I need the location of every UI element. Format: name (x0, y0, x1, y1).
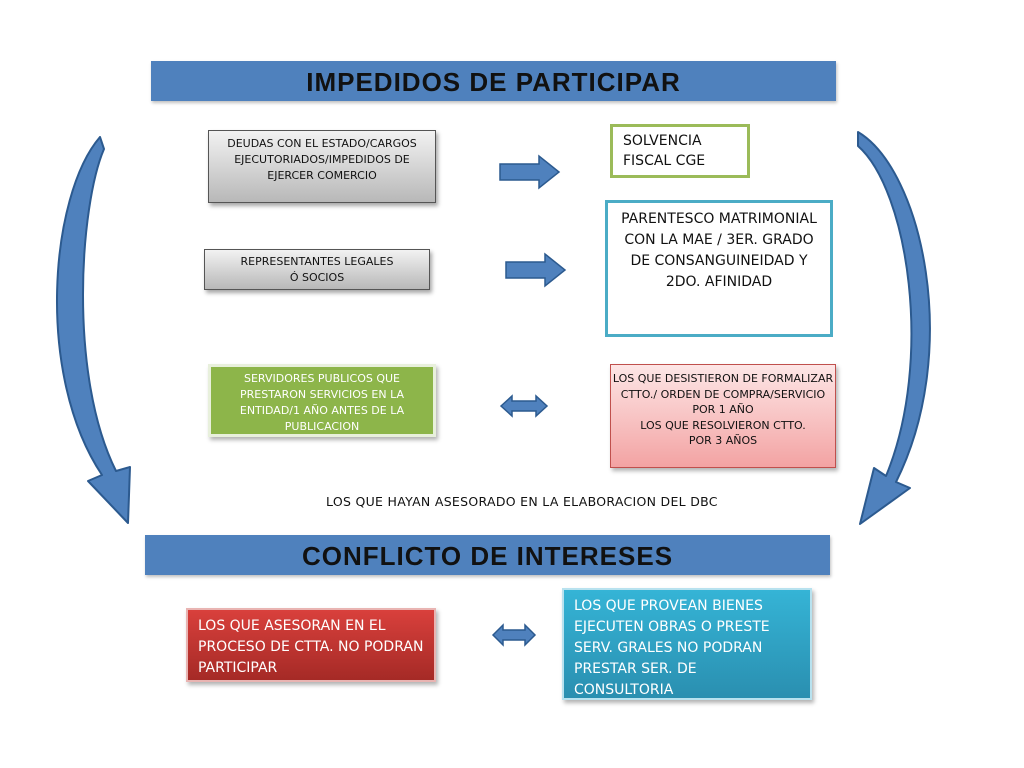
box-line: SERVIDORES PUBLICOS QUE (243, 372, 401, 385)
curved-down-arrow-icon (56, 136, 131, 524)
box-representantes: REPRESENTANTES LEGALES Ó SOCIOS (204, 249, 430, 290)
box-line: DE CONSANGUINEIDAD Y (630, 253, 808, 269)
box-servidores-publicos: SERVIDORES PUBLICOS QUE PRESTARON SERVIC… (208, 364, 436, 437)
title-impedidos: IMPEDIDOS DE PARTICIPAR (151, 61, 836, 101)
box-line: ENTIDAD/1 AÑO ANTES DE LA (239, 404, 405, 417)
box-line: PARENTESCO MATRIMONIAL (621, 211, 817, 227)
box-line: LOS QUE PROVEAN BIENES (574, 598, 763, 614)
box-line: LOS QUE RESOLVIERON CTTO. (640, 418, 806, 432)
box-line: 2DO. AFINIDAD (665, 274, 773, 290)
box-provean-bienes: LOS QUE PROVEAN BIENES EJECUTEN OBRAS O … (562, 588, 812, 700)
box-line: REPRESENTANTES LEGALES (240, 255, 394, 268)
box-line: CON LA MAE / 3ER. GRADO (624, 232, 814, 248)
box-line: FISCAL CGE (623, 153, 706, 169)
box-line: SOLVENCIA (623, 133, 702, 149)
box-line: Ó SOCIOS (289, 271, 345, 284)
box-line: EJECUTORIADOS/IMPEDIDOS DE (234, 153, 410, 166)
box-desistieron: LOS QUE DESISTIERON DE FORMALIZAR CTTO./… (610, 364, 836, 468)
arrow-right-icon (499, 154, 561, 190)
note-asesorado-dbc: LOS QUE HAYAN ASESORADO EN LA ELABORACIO… (326, 494, 718, 509)
curved-down-arrow-icon (857, 131, 931, 525)
box-deudas-estado: DEUDAS CON EL ESTADO/CARGOS EJECUTORIADO… (208, 130, 436, 203)
box-line: PRESTARON SERVICIOS EN LA (239, 388, 404, 401)
box-line: LOS QUE DESISTIERON DE FORMALIZAR (612, 372, 834, 385)
box-line: EJERCER COMERCIO (267, 169, 377, 182)
box-line: EJECUTEN OBRAS O PRESTE (574, 619, 770, 635)
title-conflicto: CONFLICTO DE INTERESES (145, 535, 830, 575)
box-line: DEUDAS CON EL ESTADO/CARGOS (227, 137, 417, 150)
box-solvencia: SOLVENCIA FISCAL CGE (610, 124, 750, 178)
box-line: POR 3 AÑOS (688, 434, 758, 447)
box-line: PRESTAR SER. DE CONSULTORIA (574, 661, 697, 698)
box-parentesco: PARENTESCO MATRIMONIAL CON LA MAE / 3ER.… (605, 200, 833, 337)
arrow-left-right-icon (499, 394, 549, 418)
box-asesoran: LOS QUE ASESORAN EN EL PROCESO DE CTTA. … (186, 608, 436, 682)
arrow-left-right-icon (491, 623, 537, 647)
box-line: SERV. GRALES NO PODRAN (574, 640, 763, 656)
box-line: POR 1 AÑO (692, 403, 754, 416)
box-line: PARTICIPAR (198, 660, 278, 676)
arrow-right-icon (505, 252, 567, 288)
box-line: PUBLICACION (284, 420, 360, 433)
box-line: CTTO./ ORDEN DE COMPRA/SERVICIO (620, 387, 826, 401)
box-line: PROCESO DE CTTA. NO PODRAN (198, 639, 424, 655)
box-line: LOS QUE ASESORAN EN EL (198, 618, 386, 634)
